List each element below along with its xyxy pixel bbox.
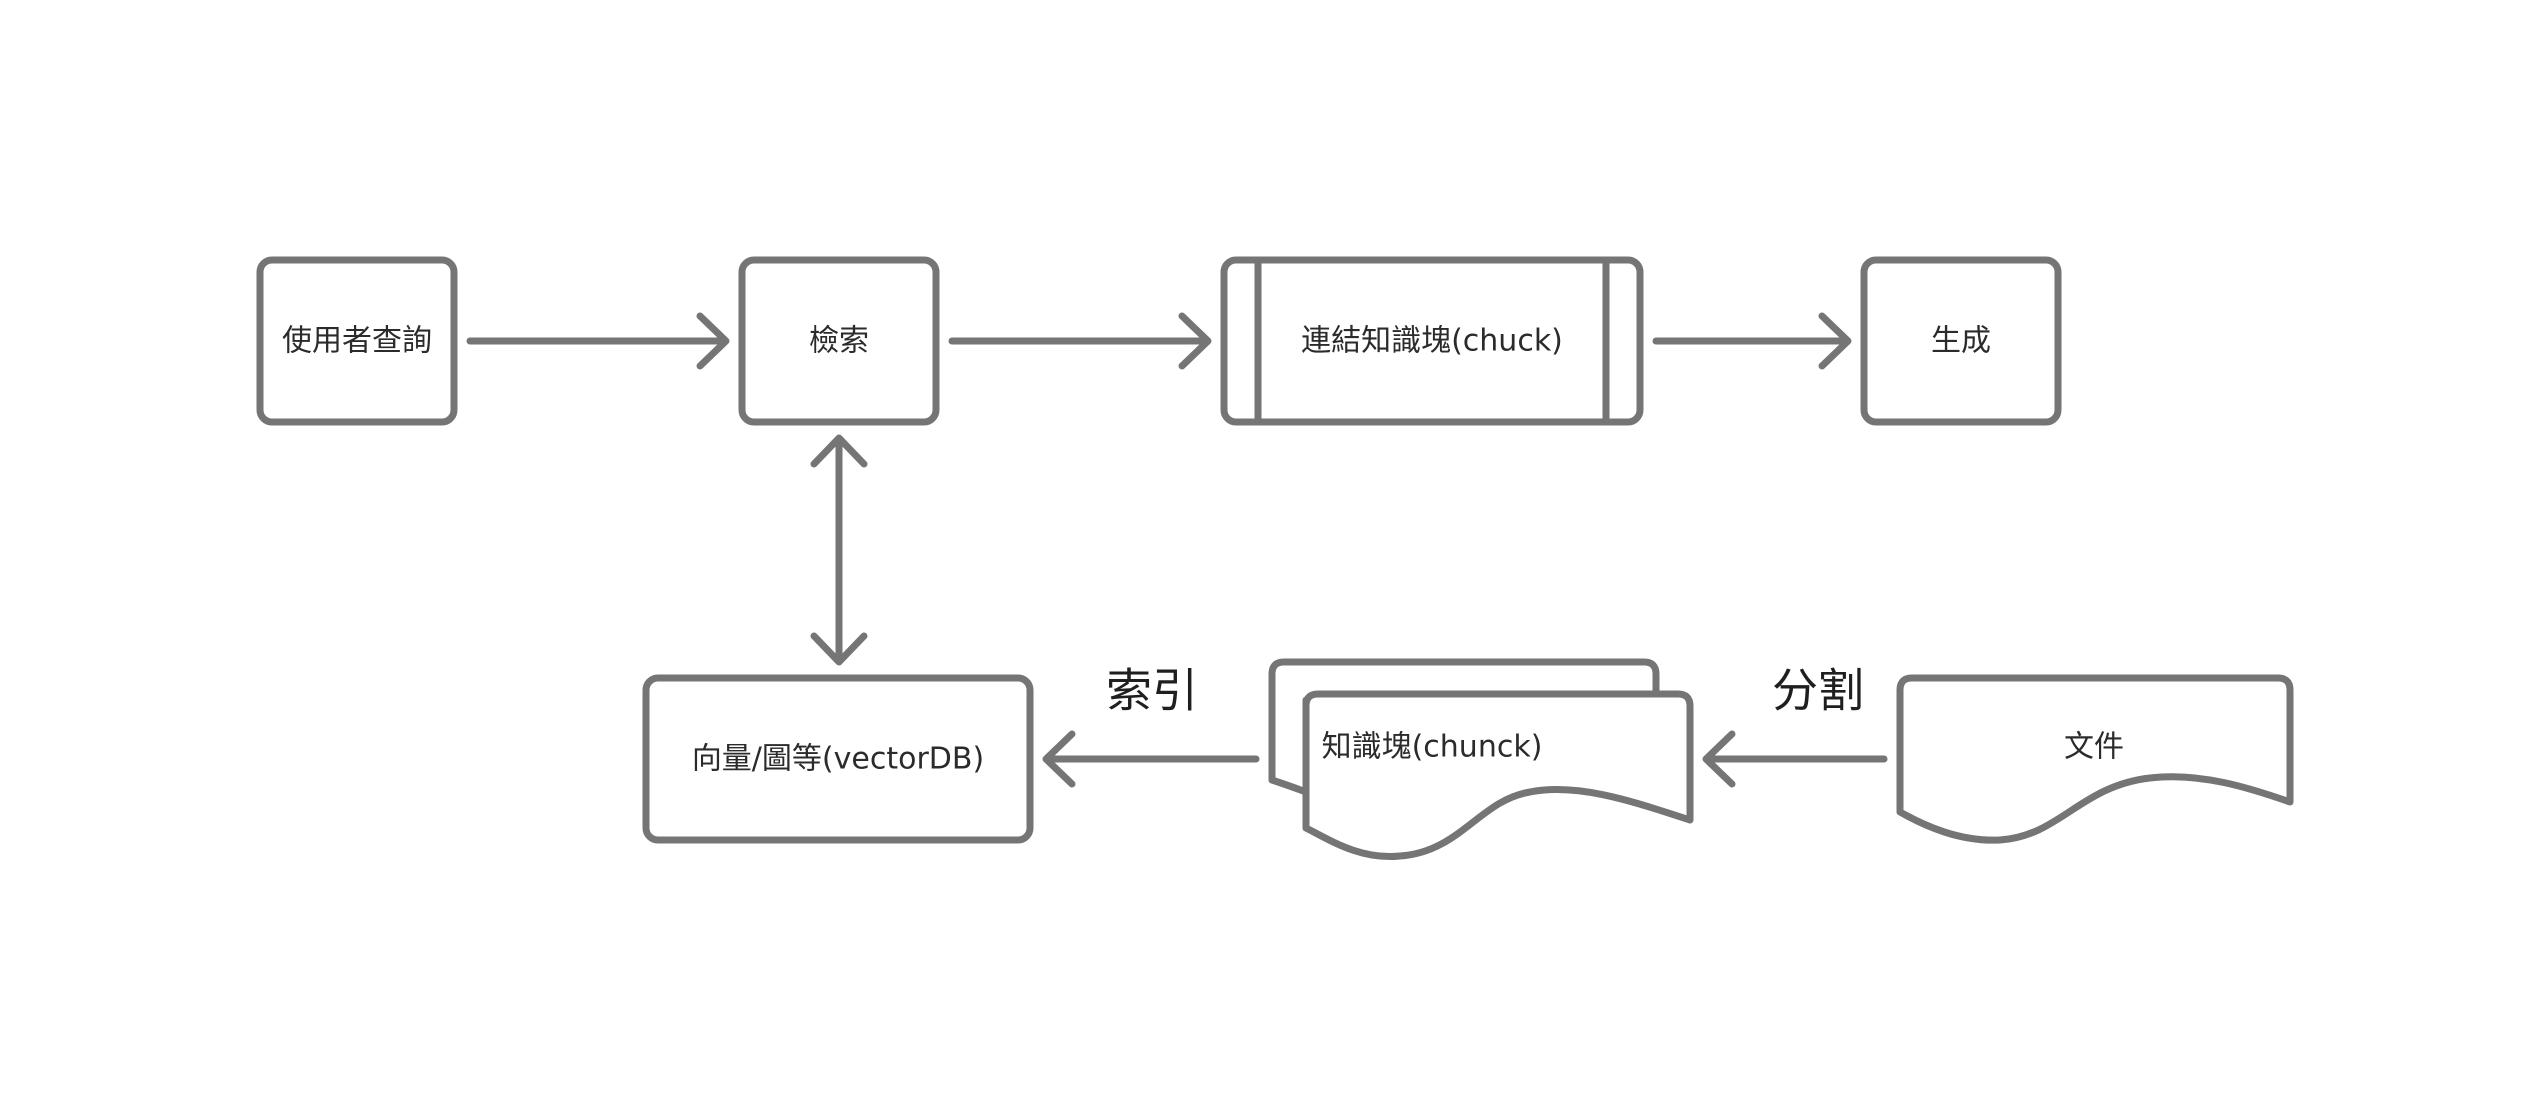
arrow-concat-to-generate xyxy=(1652,312,1852,370)
arrow-retrieve-to-concat xyxy=(948,312,1212,370)
vectordb-node: 向量/圖等(vectorDB) xyxy=(642,674,1034,844)
split-edge-label: 分割 xyxy=(1772,664,1864,718)
vectordb-node-label: 向量/圖等(vectorDB) xyxy=(692,742,984,777)
chunks-front-document xyxy=(1302,690,1694,861)
chunks-node-label: 知識塊(chunck) xyxy=(1322,730,1543,765)
arrow-query-to-retrieve xyxy=(466,312,730,370)
retrieve-node-label: 檢索 xyxy=(809,324,869,359)
concat-chunks-node-label: 連結知識塊(chuck) xyxy=(1301,324,1563,359)
document-shape xyxy=(1896,674,2294,844)
index-edge-label: 索引 xyxy=(1106,664,1198,718)
concat-chunks-node: 連結知識塊(chuck) xyxy=(1220,256,1644,426)
retrieve-node: 檢索 xyxy=(738,256,940,426)
query-node-label: 使用者查詢 xyxy=(282,324,432,359)
generate-node-label: 生成 xyxy=(1931,324,1991,359)
arrow-chunks-to-vectordb xyxy=(1042,730,1260,788)
query-node: 使用者查詢 xyxy=(256,256,458,426)
document-node-label: 文件 xyxy=(2064,730,2124,765)
arrow-retrieve-vectordb-bidirectional xyxy=(810,434,868,666)
chunks-multidoc-node: 知識塊(chunck) xyxy=(1268,658,1694,861)
document-node: 文件 xyxy=(1896,674,2294,844)
generate-node: 生成 xyxy=(1860,256,2062,426)
arrow-document-to-chunks xyxy=(1702,730,1888,788)
